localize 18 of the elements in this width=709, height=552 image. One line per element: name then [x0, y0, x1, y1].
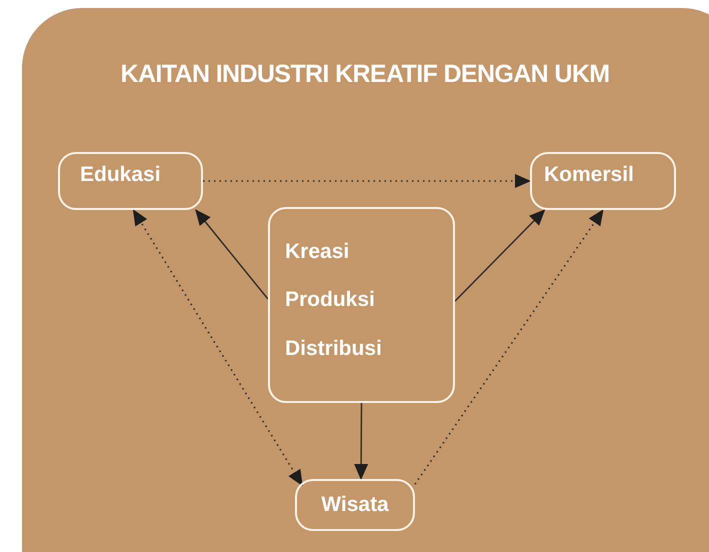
dotted-arrow [203, 174, 531, 188]
arrow [195, 209, 269, 300]
dotted-arrow [132, 209, 303, 486]
rounded-box [58, 152, 203, 210]
rounded-box [268, 207, 455, 403]
node-label: Kreasi [285, 239, 350, 265]
node-label: Edukasi [80, 162, 162, 188]
arrow [454, 209, 546, 302]
node-label: Produksi [285, 287, 376, 314]
node-label: Komersil [544, 162, 635, 188]
node-label: Wisata [321, 492, 389, 518]
title: KAITAN INDUSTRI KREATIF DENGAN UKM [120, 59, 610, 90]
node-label: Distribusi [285, 336, 383, 362]
dotted-arrow [414, 209, 604, 485]
panel [22, 8, 709, 552]
rounded-box [530, 152, 676, 210]
arrow [354, 403, 368, 480]
rounded-box [295, 479, 415, 531]
